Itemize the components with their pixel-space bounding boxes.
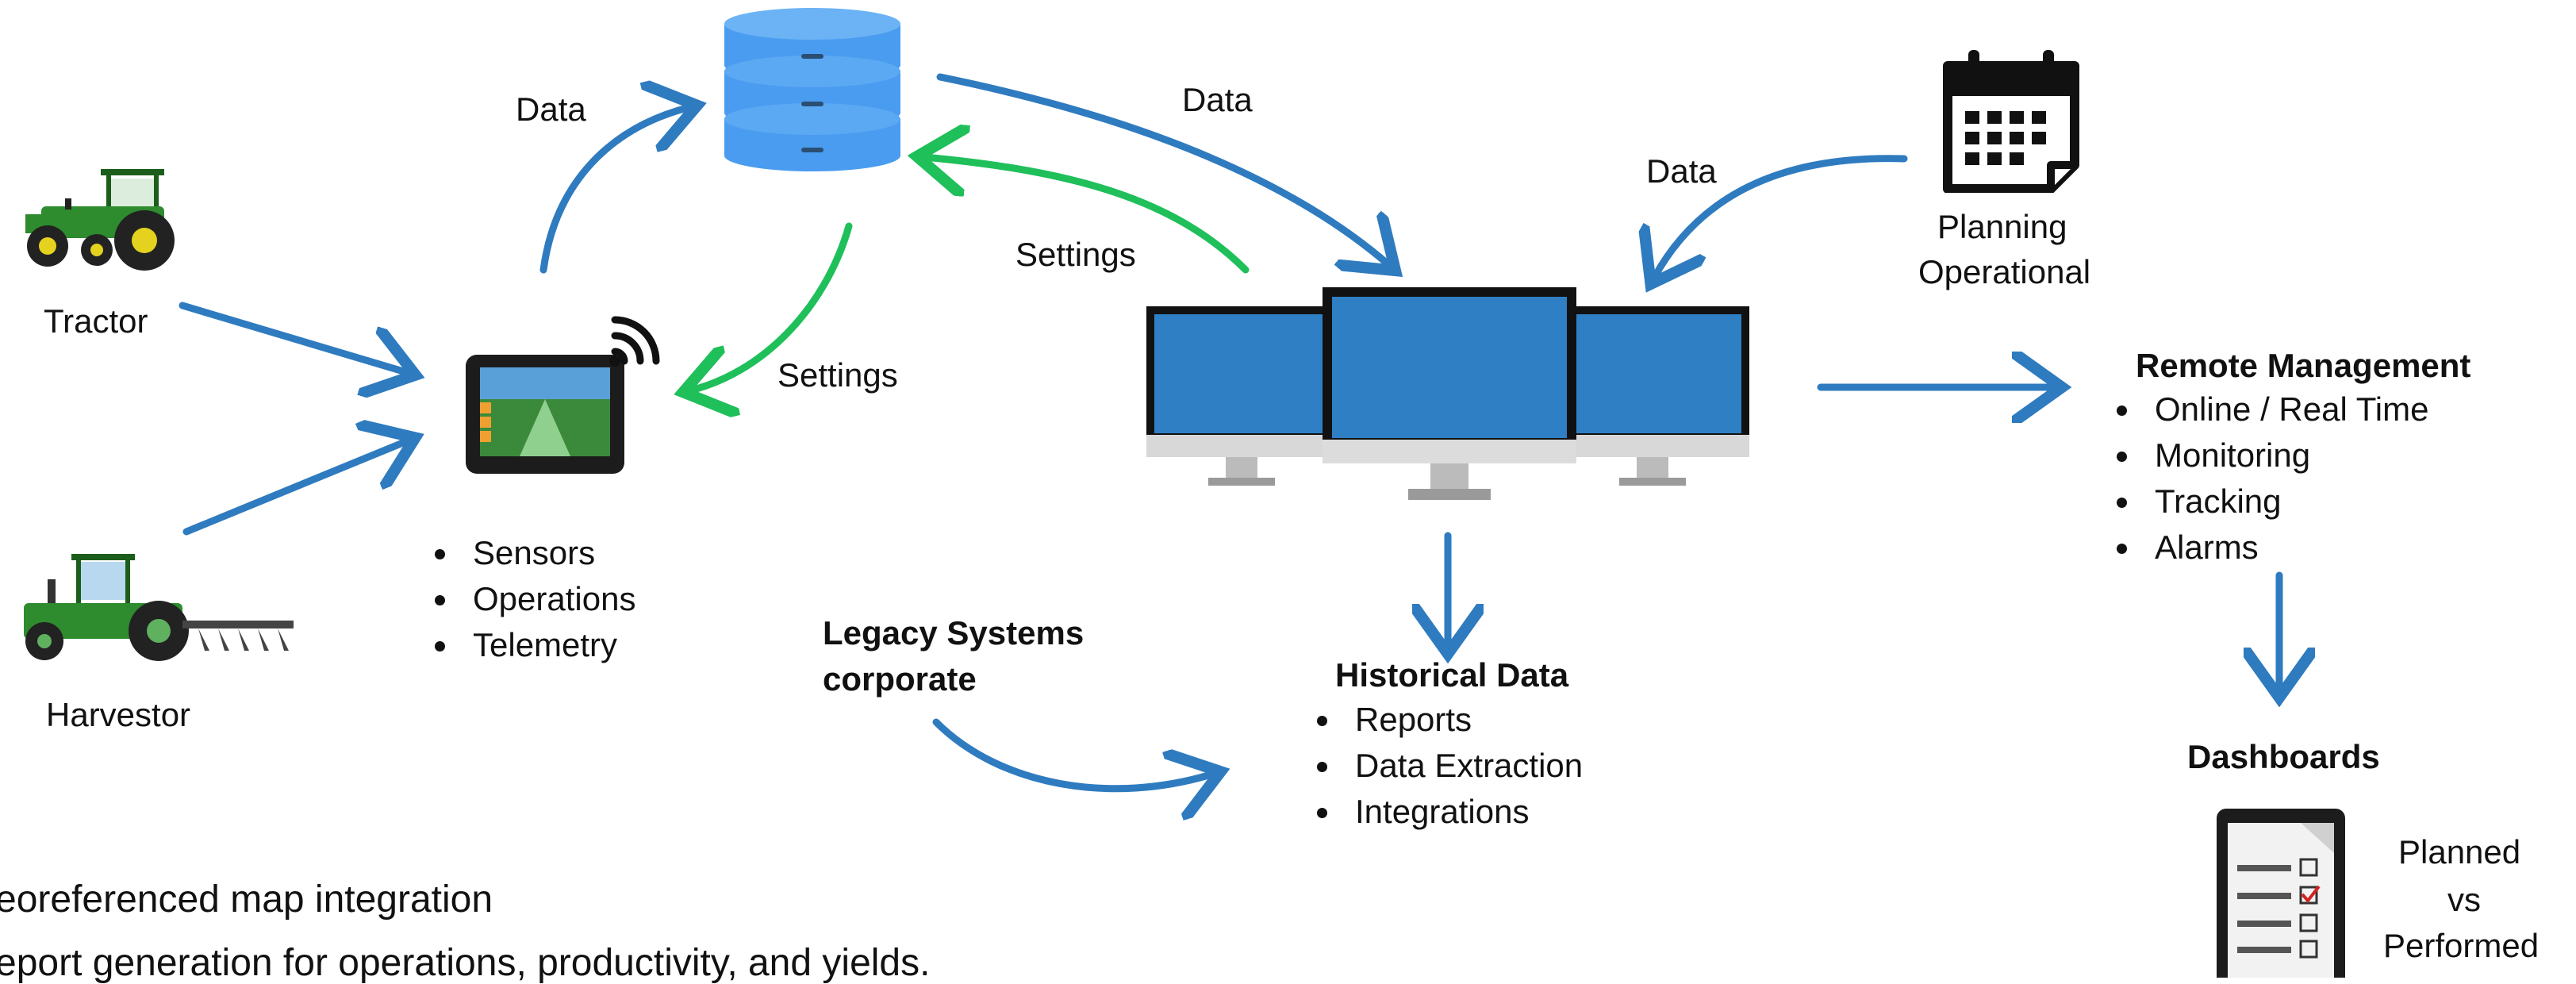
planned-label-line2: vs [2447,881,2481,918]
arrow-tractor-to-device [179,302,409,373]
arrow-calendar-to-monitors [1654,155,1908,278]
list-item: Operations [460,576,635,622]
monitors-icon [1146,287,1749,500]
settings-label-left: Settings [777,356,898,394]
footer-line-1: eoreferenced map integration [0,878,493,921]
historical-data-title: Historical Data [1335,656,1569,694]
historical-data-list: Reports Data Extraction Integrations [1311,697,1583,835]
arrow-database-to-monitors [936,73,1390,266]
legacy-systems-line1: Legacy Systems [823,614,1085,652]
dashboards-title: Dashboards [2187,738,2380,775]
remote-management-title: Remote Management [2136,347,2471,384]
list-item: Tracking [2142,479,2428,525]
dashboard-tablet-icon [2217,809,2345,978]
remote-management-list: Online / Real Time Monitoring Tracking A… [2110,386,2428,571]
arrow-legacy-to-historical [932,718,1214,789]
tractor-icon [25,169,175,271]
data-label-center: Data [1182,81,1253,118]
data-label-left: Data [516,90,586,128]
planning-label-line1: Planning [1937,208,2067,245]
arrow-monitors-to-database [924,157,1250,274]
list-item: Online / Real Time [2142,386,2428,432]
database-icon [724,8,900,171]
device-feature-list: Sensors Operations Telemetry [428,530,635,668]
tractor-label: Tractor [44,302,148,340]
list-item: Telemetry [460,622,635,668]
list-item: Reports [1342,697,1583,743]
planned-label-line3: Performed [2383,927,2540,964]
list-item: Integrations [1342,789,1583,835]
list-item: Sensors [460,530,635,576]
list-item: Alarms [2142,525,2428,571]
data-label-right: Data [1646,152,1717,190]
planning-label-line2: Operational [1918,253,2091,290]
planned-label-line1: Planned [2398,833,2521,871]
settings-label-top: Settings [1015,236,1136,273]
footer-line-2: eport generation for operations, product… [0,942,931,984]
harvestor-label: Harvestor [46,696,191,733]
arrow-harvestor-to-device [182,440,409,536]
arrow-database-to-device [690,222,853,390]
list-item: Data Extraction [1342,743,1583,789]
list-item: Monitoring [2142,432,2428,479]
harvestor-icon [24,554,294,661]
legacy-systems-line2: corporate [823,660,977,698]
arrow-device-to-database [539,107,690,274]
gps-display-icon [466,316,660,474]
calendar-icon [1943,50,2079,193]
